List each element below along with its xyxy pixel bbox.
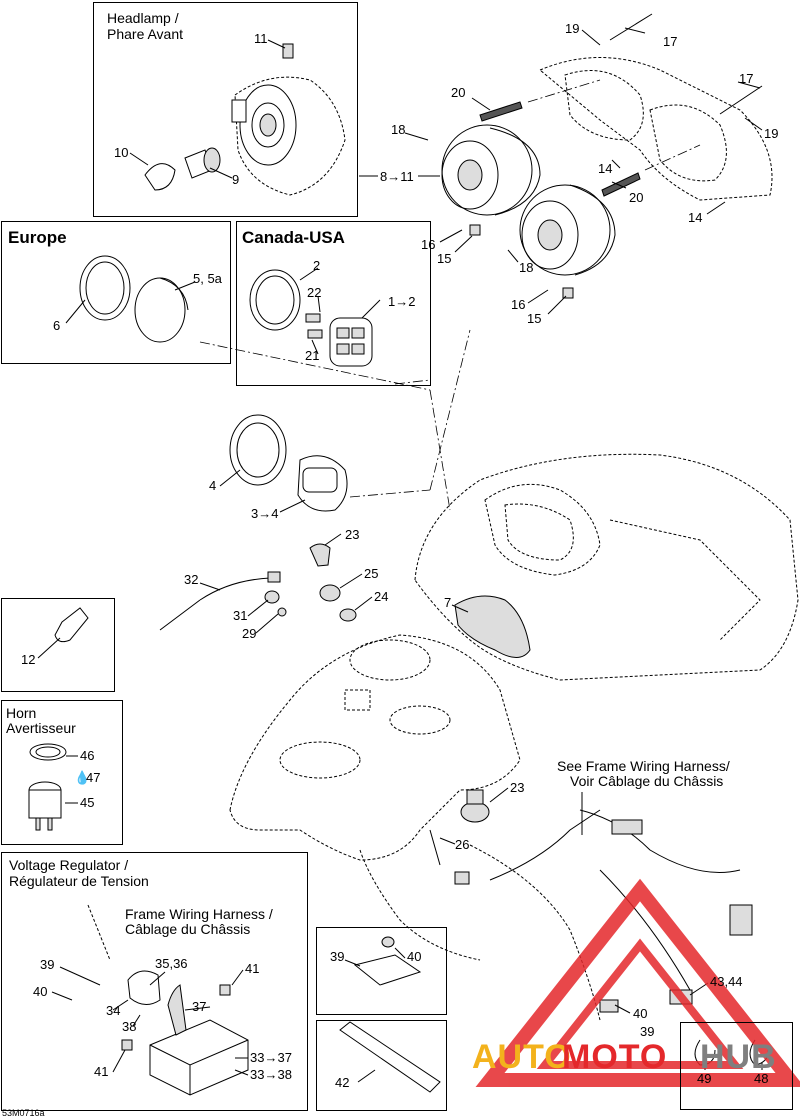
callout-43-44: 43,44 <box>710 974 743 989</box>
callout-20-top: 20 <box>451 85 466 100</box>
callout-40-regulator: 40 <box>33 984 48 999</box>
callout-47: 47 <box>86 770 101 785</box>
callout-19-right: 19 <box>764 126 779 141</box>
callout-15-left: 15 <box>437 251 452 266</box>
headlamp-panel <box>93 2 358 217</box>
tube-panel <box>316 1020 447 1111</box>
clip-panel <box>1 598 115 692</box>
callout-2: 2 <box>313 258 321 273</box>
tube-42-drawing <box>339 1021 441 1093</box>
callout-20-mid: 20 <box>629 190 644 205</box>
callout-41-top: 41 <box>245 961 260 976</box>
callout-48: 48 <box>754 1071 769 1086</box>
horn-title-line2: Avertisseur <box>6 720 76 736</box>
watermark-auto: AUTO <box>472 1038 572 1076</box>
canada-usa-title: Canada-USA <box>242 228 345 247</box>
headlamp-assembly-drawing <box>144 43 346 196</box>
headlamp-housing-drawing <box>441 13 773 299</box>
europe-title: Europe <box>8 228 67 247</box>
callout-41-bottom: 41 <box>94 1064 109 1079</box>
callout-39-regulator: 39 <box>40 957 55 972</box>
callout-40-bracket: 40 <box>407 949 422 964</box>
europe-lens-drawing <box>79 255 189 343</box>
frame-harness-inner-line1: Frame Wiring Harness / <box>125 906 273 922</box>
headlamp-title-line2: Phare Avant <box>107 26 184 42</box>
frame-harness-note-line2: Voir Câblage du Châssis <box>570 773 724 789</box>
callout-7: 7 <box>444 595 452 610</box>
dashboard-drawing <box>414 453 799 681</box>
voltage-regulator-title-line1: Voltage Regulator / <box>9 857 129 873</box>
callout-22: 22 <box>307 285 322 300</box>
canada-usa-panel <box>236 221 431 386</box>
voltage-regulator-drawing <box>87 904 249 1096</box>
callout-25: 25 <box>364 566 379 581</box>
callout-11-headlamp: 11 <box>254 31 268 46</box>
ties-panel <box>680 1022 793 1110</box>
callout-35-36: 35,36 <box>155 956 188 971</box>
callout-15-right: 15 <box>527 311 542 326</box>
callout-9: 9 <box>232 172 240 187</box>
callout-17-top: 17 <box>663 34 678 49</box>
callout-31: 31 <box>233 608 248 623</box>
callout-1-to-2: 1→2 <box>388 294 416 309</box>
callout-33-to-38: 33→38 <box>250 1067 292 1082</box>
callout-14-right: 14 <box>688 210 703 225</box>
callout-45: 45 <box>80 795 95 810</box>
callout-21: 21 <box>305 348 320 363</box>
bracket-panel <box>316 927 447 1015</box>
callout-49: 49 <box>697 1071 712 1086</box>
callout-32: 32 <box>184 572 199 587</box>
cluster-lens-drawing <box>229 414 348 512</box>
callout-8-to-11: 8→11 <box>380 169 414 184</box>
watermark-moto: MOTO <box>562 1038 668 1076</box>
callout-6: 6 <box>53 318 61 333</box>
frame-harness-note-line1: See Frame Wiring Harness/ <box>557 758 730 774</box>
callout-18-bottom: 18 <box>519 260 534 275</box>
frame-harness-inner-line2: Câblage du Châssis <box>125 921 251 937</box>
callout-23-top: 23 <box>345 527 360 542</box>
horn-drawing <box>28 743 67 831</box>
drawing-code: 53M0716a <box>2 1108 45 1118</box>
callout-42: 42 <box>335 1075 350 1090</box>
callout-37: 37 <box>192 999 207 1014</box>
bracket-39-drawing <box>353 936 422 986</box>
europe-panel <box>1 221 231 364</box>
callout-40-harness: 40 <box>633 1006 648 1021</box>
canada-usa-lens-drawing <box>249 269 373 367</box>
callout-18-top: 18 <box>391 122 406 137</box>
callout-3-to-4: 3→4 <box>251 506 279 521</box>
callout-12: 12 <box>21 652 36 667</box>
callout-14-top: 14 <box>598 161 613 176</box>
callout-23-bottom: 23 <box>510 780 525 795</box>
callout-26: 26 <box>455 837 470 852</box>
voltage-regulator-panel <box>1 852 308 1111</box>
watermark-triangle <box>475 878 800 1087</box>
callout-24: 24 <box>374 589 389 604</box>
callout-29: 29 <box>242 626 257 641</box>
callout-39-harness: 39 <box>640 1024 655 1039</box>
callout-5-5a: 5, 5a <box>193 271 222 286</box>
callout-10: 10 <box>114 145 129 160</box>
callout-34: 34 <box>106 1003 121 1018</box>
callout-19-top: 19 <box>565 21 580 36</box>
callout-17-right: 17 <box>739 71 754 86</box>
callout-38: 38 <box>122 1019 137 1034</box>
callout-4: 4 <box>209 478 217 493</box>
clip-12-drawing <box>54 607 89 643</box>
voltage-regulator-title-line2: Régulateur de Tension <box>9 873 149 889</box>
callout-39-bracket: 39 <box>330 949 345 964</box>
watermark-hub: HUB <box>700 1038 777 1076</box>
horn-panel <box>1 700 123 845</box>
headlamp-title-line1: Headlamp / <box>107 10 179 26</box>
callout-16-right: 16 <box>511 297 526 312</box>
horn-title-line1: Horn <box>6 705 37 721</box>
callout-16-left: 16 <box>421 237 436 252</box>
callout-33-to-37: 33→37 <box>250 1050 292 1065</box>
console-drawing <box>229 634 601 1021</box>
callout-46: 46 <box>80 748 95 763</box>
switch-parts-drawing <box>159 543 753 1013</box>
callout-47-fill-icon: 💧 <box>74 770 91 785</box>
